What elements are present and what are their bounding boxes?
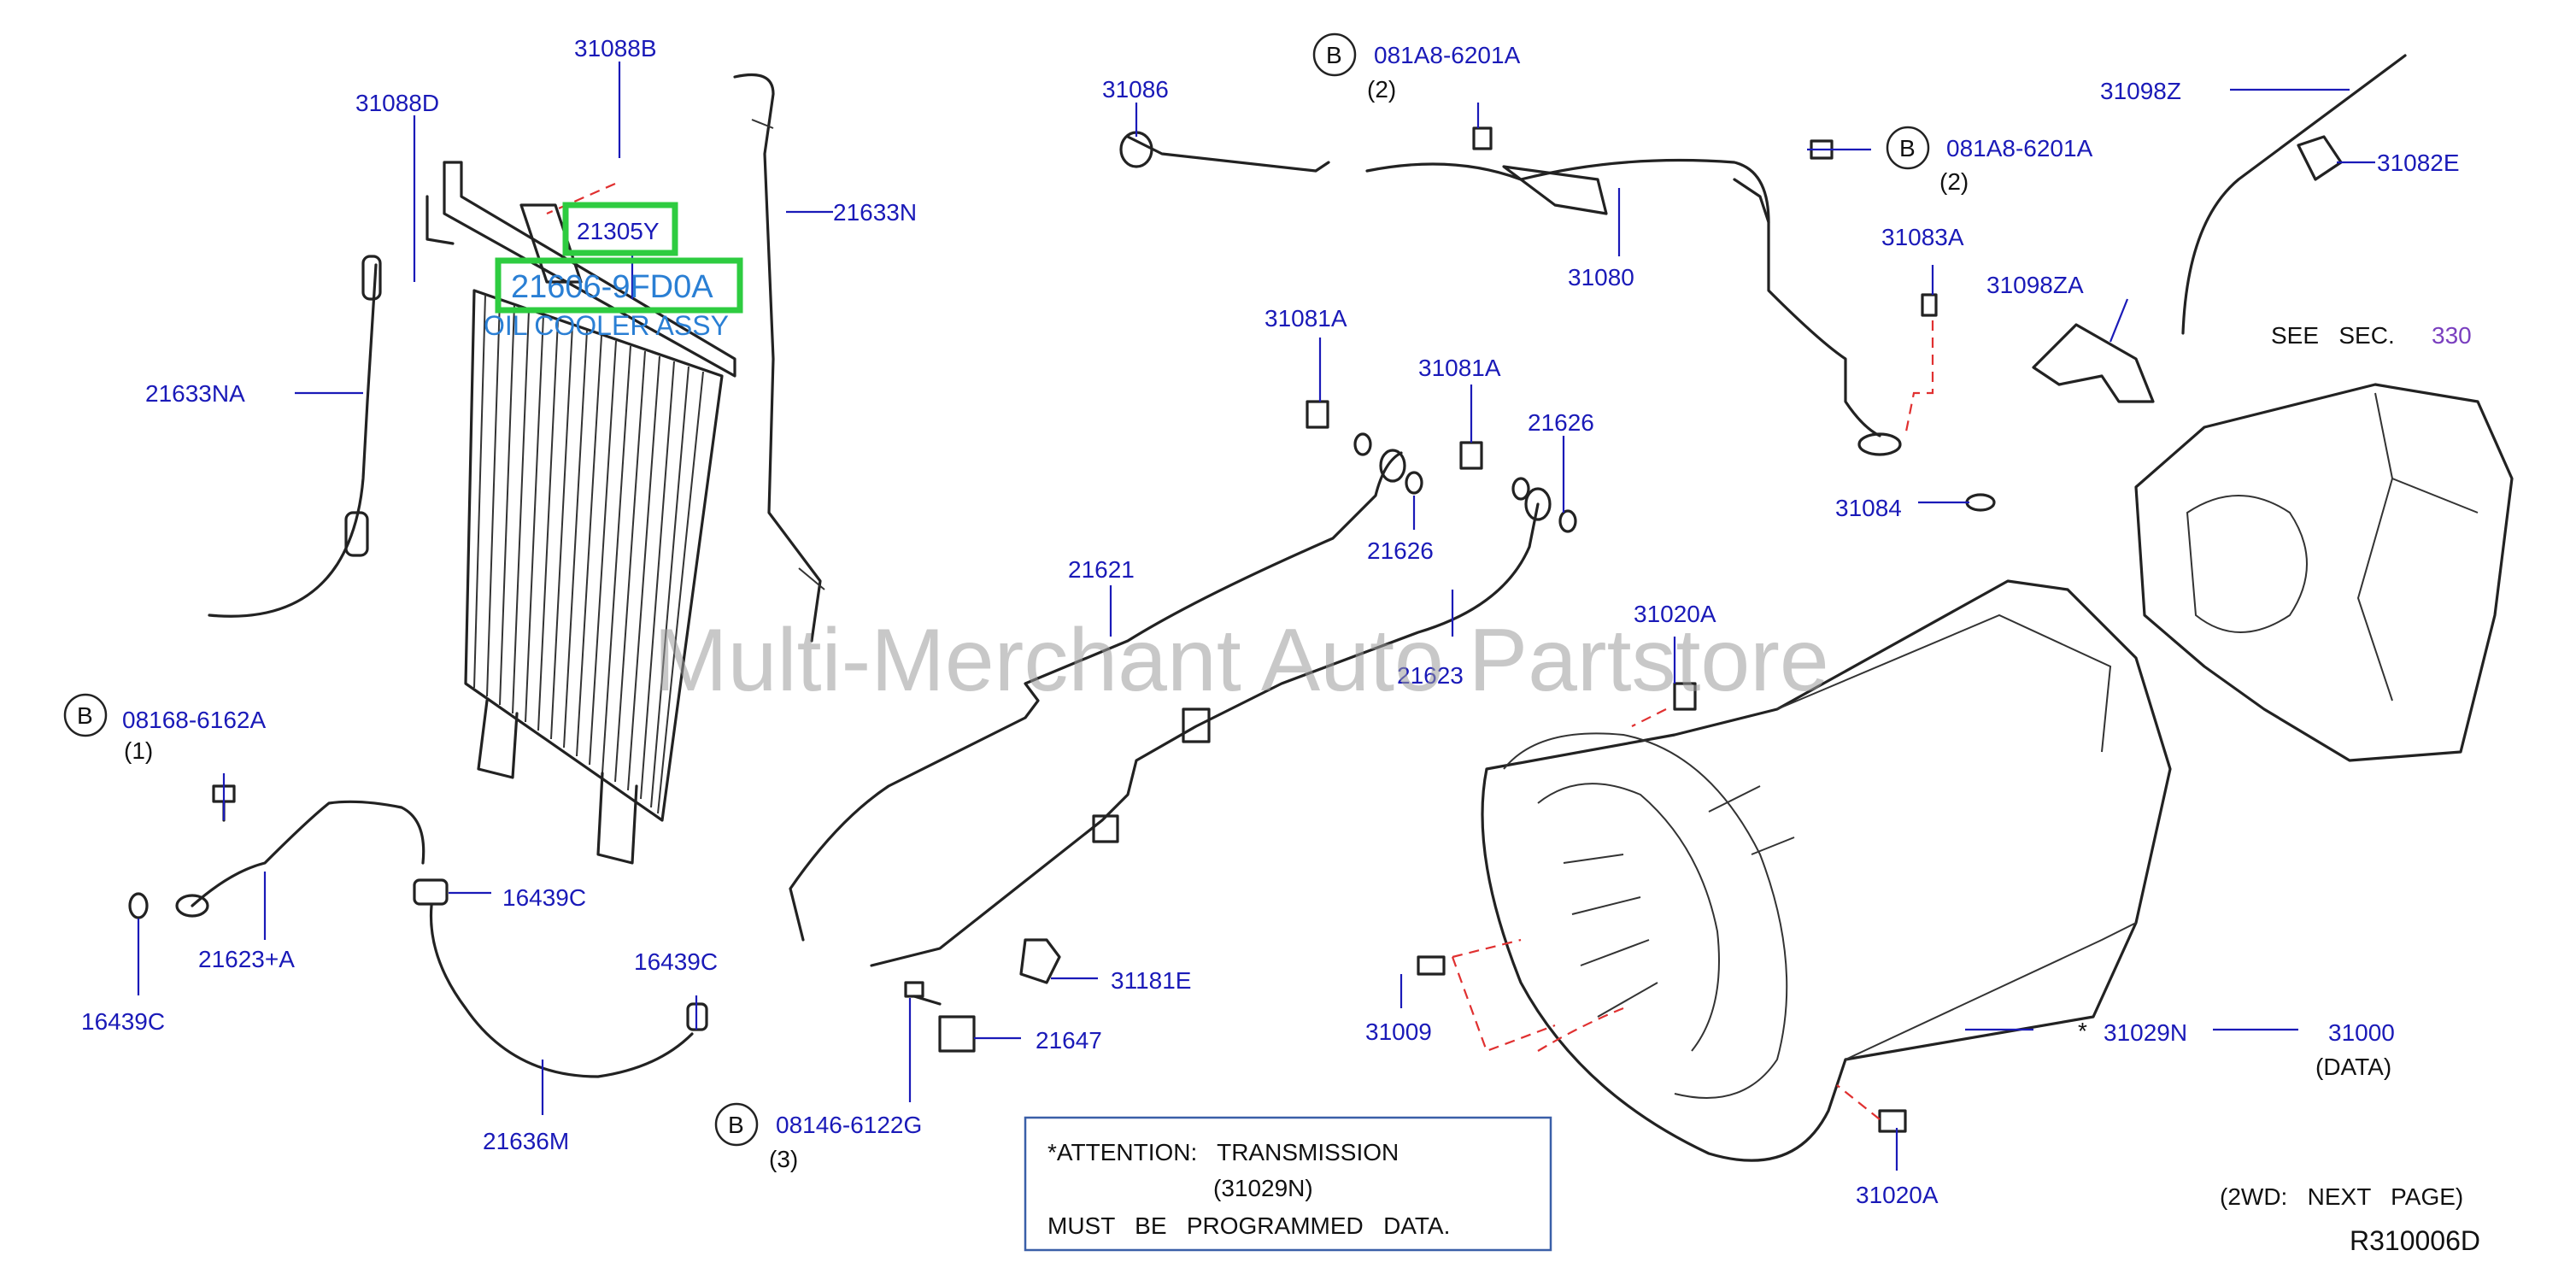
b-letter-3: B xyxy=(77,702,93,729)
label-31084: 31084 xyxy=(1835,495,1902,521)
label-31086: 31086 xyxy=(1102,76,1169,103)
bracket-31098ZA xyxy=(2032,323,2155,403)
label-21636M: 21636M xyxy=(483,1128,569,1154)
hose-31098Z xyxy=(2181,54,2407,335)
see-sec-link[interactable]: 330 xyxy=(2432,322,2472,349)
label-31082E: 31082E xyxy=(2377,150,2460,176)
label-21647: 21647 xyxy=(1036,1027,1102,1054)
label-31098Z: 31098Z xyxy=(2100,78,2181,104)
label-081A8-qty-2: (2) xyxy=(1939,168,1969,195)
label-21633N: 21633N xyxy=(833,199,917,226)
hose-21636M xyxy=(429,904,694,1078)
label-31020A-bot: 31020A xyxy=(1856,1182,1939,1208)
label-31081A-1: 31081A xyxy=(1265,305,1347,332)
b-letter-2: B xyxy=(1899,135,1916,161)
label-31000-data: (DATA) xyxy=(2315,1054,2391,1080)
label-081A8-qty-1: (2) xyxy=(1367,76,1396,103)
label-16439C-2: 16439C xyxy=(634,948,718,975)
pipe-21633N xyxy=(733,73,822,643)
label-21626-1: 21626 xyxy=(1528,409,1594,436)
label-31088D: 31088D xyxy=(355,90,439,116)
label-31029N-star: * xyxy=(2078,1018,2087,1044)
watermark: Multi-Merchant Auto Partstore xyxy=(654,611,1829,710)
cooler-fins xyxy=(473,294,704,814)
pipe-21623 xyxy=(870,502,1540,967)
bolt-08146 xyxy=(904,981,942,1006)
label-31020A-top: 31020A xyxy=(1634,601,1716,627)
label-31081A-2: 31081A xyxy=(1418,355,1501,381)
attention-line3: MUST BE PROGRAMMED DATA. xyxy=(1047,1212,1450,1239)
label-081A8-6201A-2: 081A8-6201A xyxy=(1946,135,2093,161)
b-letter-1: B xyxy=(1326,42,1342,68)
attention-line2: (31029N) xyxy=(1213,1175,1313,1201)
label-21623-A: 21623+A xyxy=(198,946,295,972)
label-08146-qty: (3) xyxy=(769,1146,798,1172)
callout-labels: 31088B 31088D 21305Y 21606-9FD0A OIL COO… xyxy=(81,35,2460,1208)
next-page-note: (2WD: NEXT PAGE) xyxy=(2220,1183,2463,1210)
clip-21647 xyxy=(938,1015,976,1053)
part-31086 xyxy=(1126,135,1330,173)
label-21626-2: 21626 xyxy=(1367,537,1434,564)
label-16439C-3: 16439C xyxy=(81,1008,165,1035)
see-sec-text: SEE SEC. xyxy=(2271,322,2395,349)
label-21606: 21606-9FD0A xyxy=(511,269,713,305)
transmission-case xyxy=(1481,579,2172,1162)
highlight-21305Y xyxy=(562,202,678,256)
leader-lines xyxy=(137,62,2375,1171)
attention-box: *ATTENTION: TRANSMISSION (31029N) MUST B… xyxy=(1024,1116,1552,1252)
label-081A8-6201A-1: 081A8-6201A xyxy=(1374,42,1521,68)
label-31098ZA: 31098ZA xyxy=(1986,272,2084,298)
label-31080: 31080 xyxy=(1568,264,1634,291)
b-letter-4: B xyxy=(728,1112,744,1138)
transfer-case xyxy=(2134,383,2514,762)
hose-21633NA xyxy=(208,263,378,618)
highlight-21606 xyxy=(495,257,743,314)
b-circle-2 xyxy=(1886,126,1930,170)
label-08146-6122G: 08146-6122G xyxy=(776,1112,922,1138)
pipe-clips xyxy=(1092,449,1552,843)
diagram-code: R310006D xyxy=(2350,1225,2480,1256)
label-31009: 31009 xyxy=(1365,1019,1432,1045)
oil-cooler-assy xyxy=(425,161,736,865)
label-31000: 31000 xyxy=(2328,1019,2395,1046)
label-31181E: 31181E xyxy=(1111,967,1191,994)
label-21633NA: 21633NA xyxy=(145,380,245,407)
tube-31080 xyxy=(1365,158,1881,437)
b-circle-4 xyxy=(714,1102,759,1147)
b-circle-1 xyxy=(1312,32,1357,77)
attention-line1: *ATTENTION: TRANSMISSION xyxy=(1047,1139,1399,1165)
b-circle-3 xyxy=(63,693,108,737)
label-21305Y: 21305Y xyxy=(577,218,660,244)
label-31088B: 31088B xyxy=(574,35,657,62)
label-oil-cooler-assy: OIL COOLER ASSY xyxy=(484,310,729,341)
clip-31181E xyxy=(1019,938,1061,984)
pipe-21621 xyxy=(789,451,1403,942)
hose-21623A xyxy=(191,800,425,907)
label-31029N: 31029N xyxy=(2104,1019,2187,1046)
label-16439C-1: 16439C xyxy=(502,884,586,911)
label-21621: 21621 xyxy=(1068,556,1135,583)
label-08168-qty: (1) xyxy=(124,737,153,764)
label-08168-6162A: 08168-6162A xyxy=(122,707,266,733)
label-31083A: 31083A xyxy=(1881,224,1964,250)
label-21623: 21623 xyxy=(1397,662,1464,689)
